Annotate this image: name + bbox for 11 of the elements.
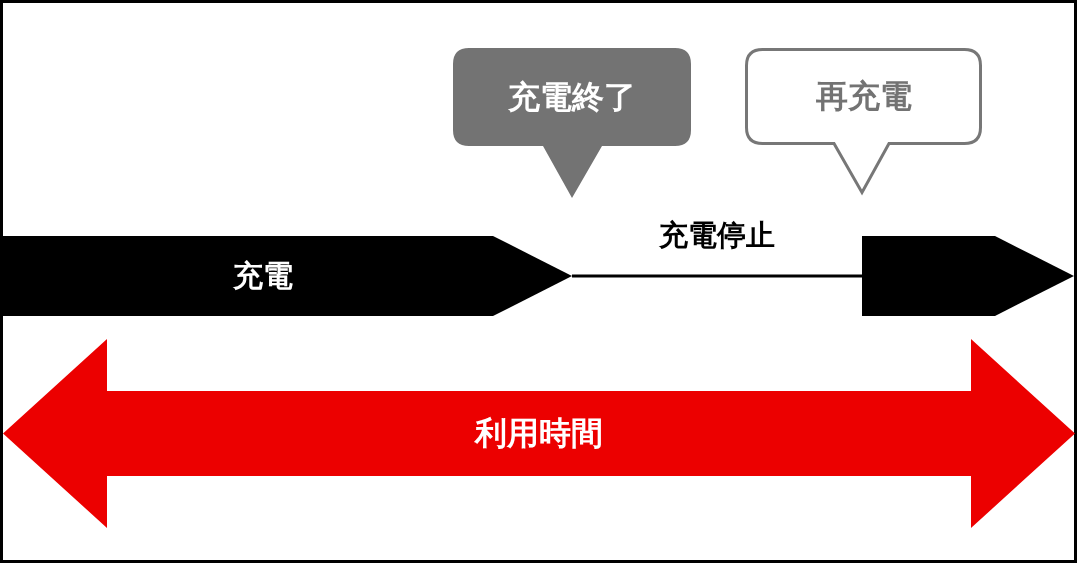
speech-bubble bbox=[745, 48, 982, 194]
connector-line bbox=[572, 274, 862, 278]
edge-label: 充電停止 bbox=[657, 218, 777, 253]
band-text: 利用時間 bbox=[475, 414, 603, 453]
band-text: 充電 bbox=[233, 258, 293, 294]
arrow-band bbox=[862, 236, 1074, 316]
arrow-band bbox=[0, 236, 572, 316]
bubble-text: 充電終了 bbox=[508, 77, 636, 117]
speech-bubble bbox=[453, 48, 691, 198]
bubble-text: 再充電 bbox=[815, 77, 912, 116]
double-arrow-band bbox=[3, 339, 1075, 528]
